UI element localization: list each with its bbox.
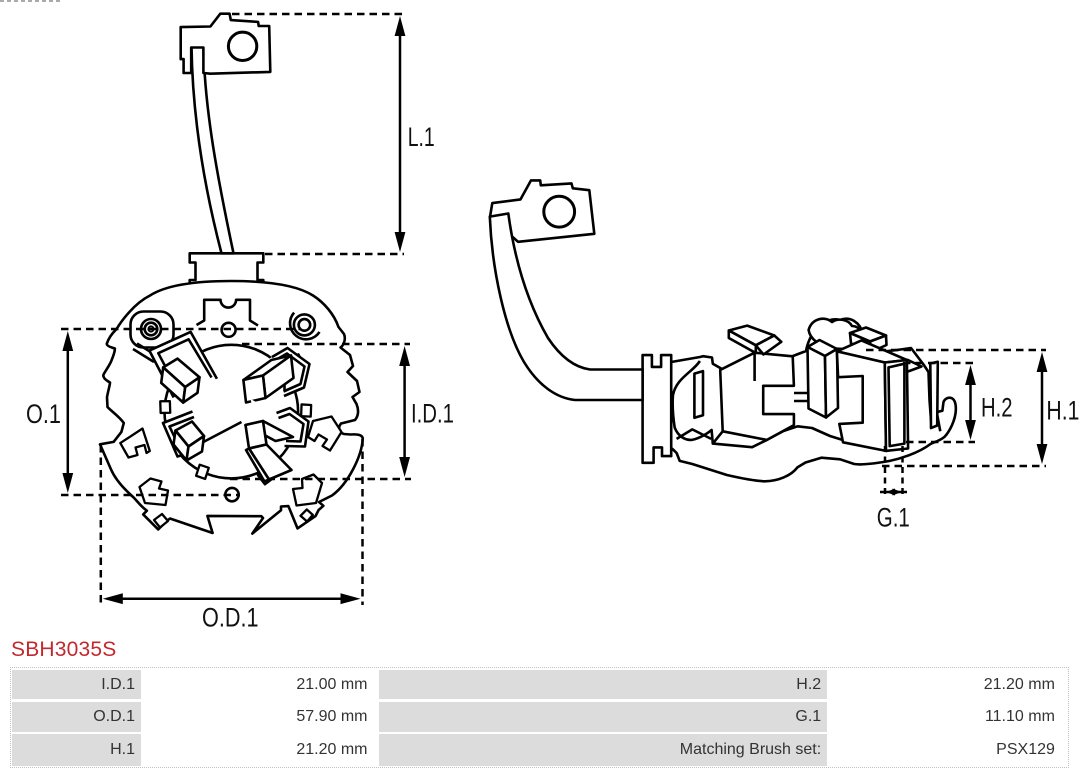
svg-text:H.2: H.2: [981, 392, 1013, 422]
svg-text:G.1: G.1: [877, 502, 910, 532]
svg-text:H.1: H.1: [1046, 395, 1079, 425]
svg-text:I.D.1: I.D.1: [411, 398, 454, 428]
svg-text:O.1: O.1: [26, 399, 61, 429]
svg-text:O.D.1: O.D.1: [202, 603, 259, 633]
svg-text:L.1: L.1: [408, 122, 435, 152]
